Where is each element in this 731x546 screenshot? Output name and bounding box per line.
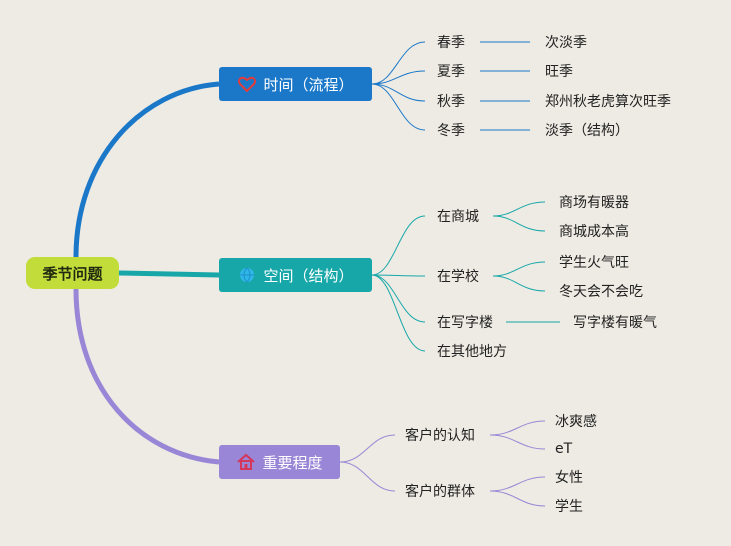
leaf-cognition-note-1[interactable]: 冰爽感 <box>555 414 597 430</box>
leaf-autumn[interactable]: 秋季 <box>437 94 465 110</box>
root-topic[interactable]: 季节问题 <box>26 257 119 289</box>
branch-space-label: 空间（结构） <box>263 266 354 285</box>
leaf-spring[interactable]: 春季 <box>437 35 465 51</box>
leaf-mall[interactable]: 在商城 <box>437 209 479 225</box>
leaf-cognition[interactable]: 客户的认知 <box>405 428 475 444</box>
link-root-importance <box>73 288 220 465</box>
leaf-office[interactable]: 在写字楼 <box>437 315 493 331</box>
house-icon <box>236 452 256 472</box>
leaf-mall-note-2[interactable]: 商城成本高 <box>559 224 629 240</box>
branch-importance[interactable]: 重要程度 <box>219 445 340 479</box>
link-root-time <box>73 81 220 258</box>
leaf-cognition-note-2[interactable]: eT <box>555 441 573 457</box>
branch-importance-label: 重要程度 <box>262 453 323 472</box>
leaf-spring-note[interactable]: 次淡季 <box>545 35 587 51</box>
branch-space[interactable]: 空间（结构） <box>219 258 372 292</box>
leaf-office-note[interactable]: 写字楼有暖气 <box>573 315 657 331</box>
branch-time[interactable]: 时间（流程） <box>219 67 372 101</box>
leaf-group-note-2[interactable]: 学生 <box>555 499 583 515</box>
globe-icon <box>237 265 257 285</box>
leaf-winter[interactable]: 冬季 <box>437 123 465 139</box>
leaf-group[interactable]: 客户的群体 <box>405 484 475 500</box>
leaf-group-note-1[interactable]: 女性 <box>555 470 583 486</box>
leaf-other[interactable]: 在其他地方 <box>437 344 507 360</box>
leaf-school-note-1[interactable]: 学生火气旺 <box>559 255 629 271</box>
leaf-summer[interactable]: 夏季 <box>437 64 465 80</box>
leaf-autumn-note[interactable]: 郑州秋老虎算次旺季 <box>545 94 671 110</box>
importance-links <box>339 420 546 507</box>
branch-time-label: 时间（流程） <box>263 75 354 94</box>
leaf-school-note-2[interactable]: 冬天会不会吃 <box>559 284 643 300</box>
leaf-winter-note[interactable]: 淡季（结构） <box>545 123 629 139</box>
space-links <box>371 201 560 352</box>
leaf-mall-note-1[interactable]: 商场有暖器 <box>559 195 629 211</box>
leaf-school[interactable]: 在学校 <box>437 269 479 285</box>
time-links <box>371 41 530 131</box>
link-root-space <box>118 270 220 278</box>
heart-icon <box>237 74 257 94</box>
leaf-summer-note[interactable]: 旺季 <box>545 64 573 80</box>
